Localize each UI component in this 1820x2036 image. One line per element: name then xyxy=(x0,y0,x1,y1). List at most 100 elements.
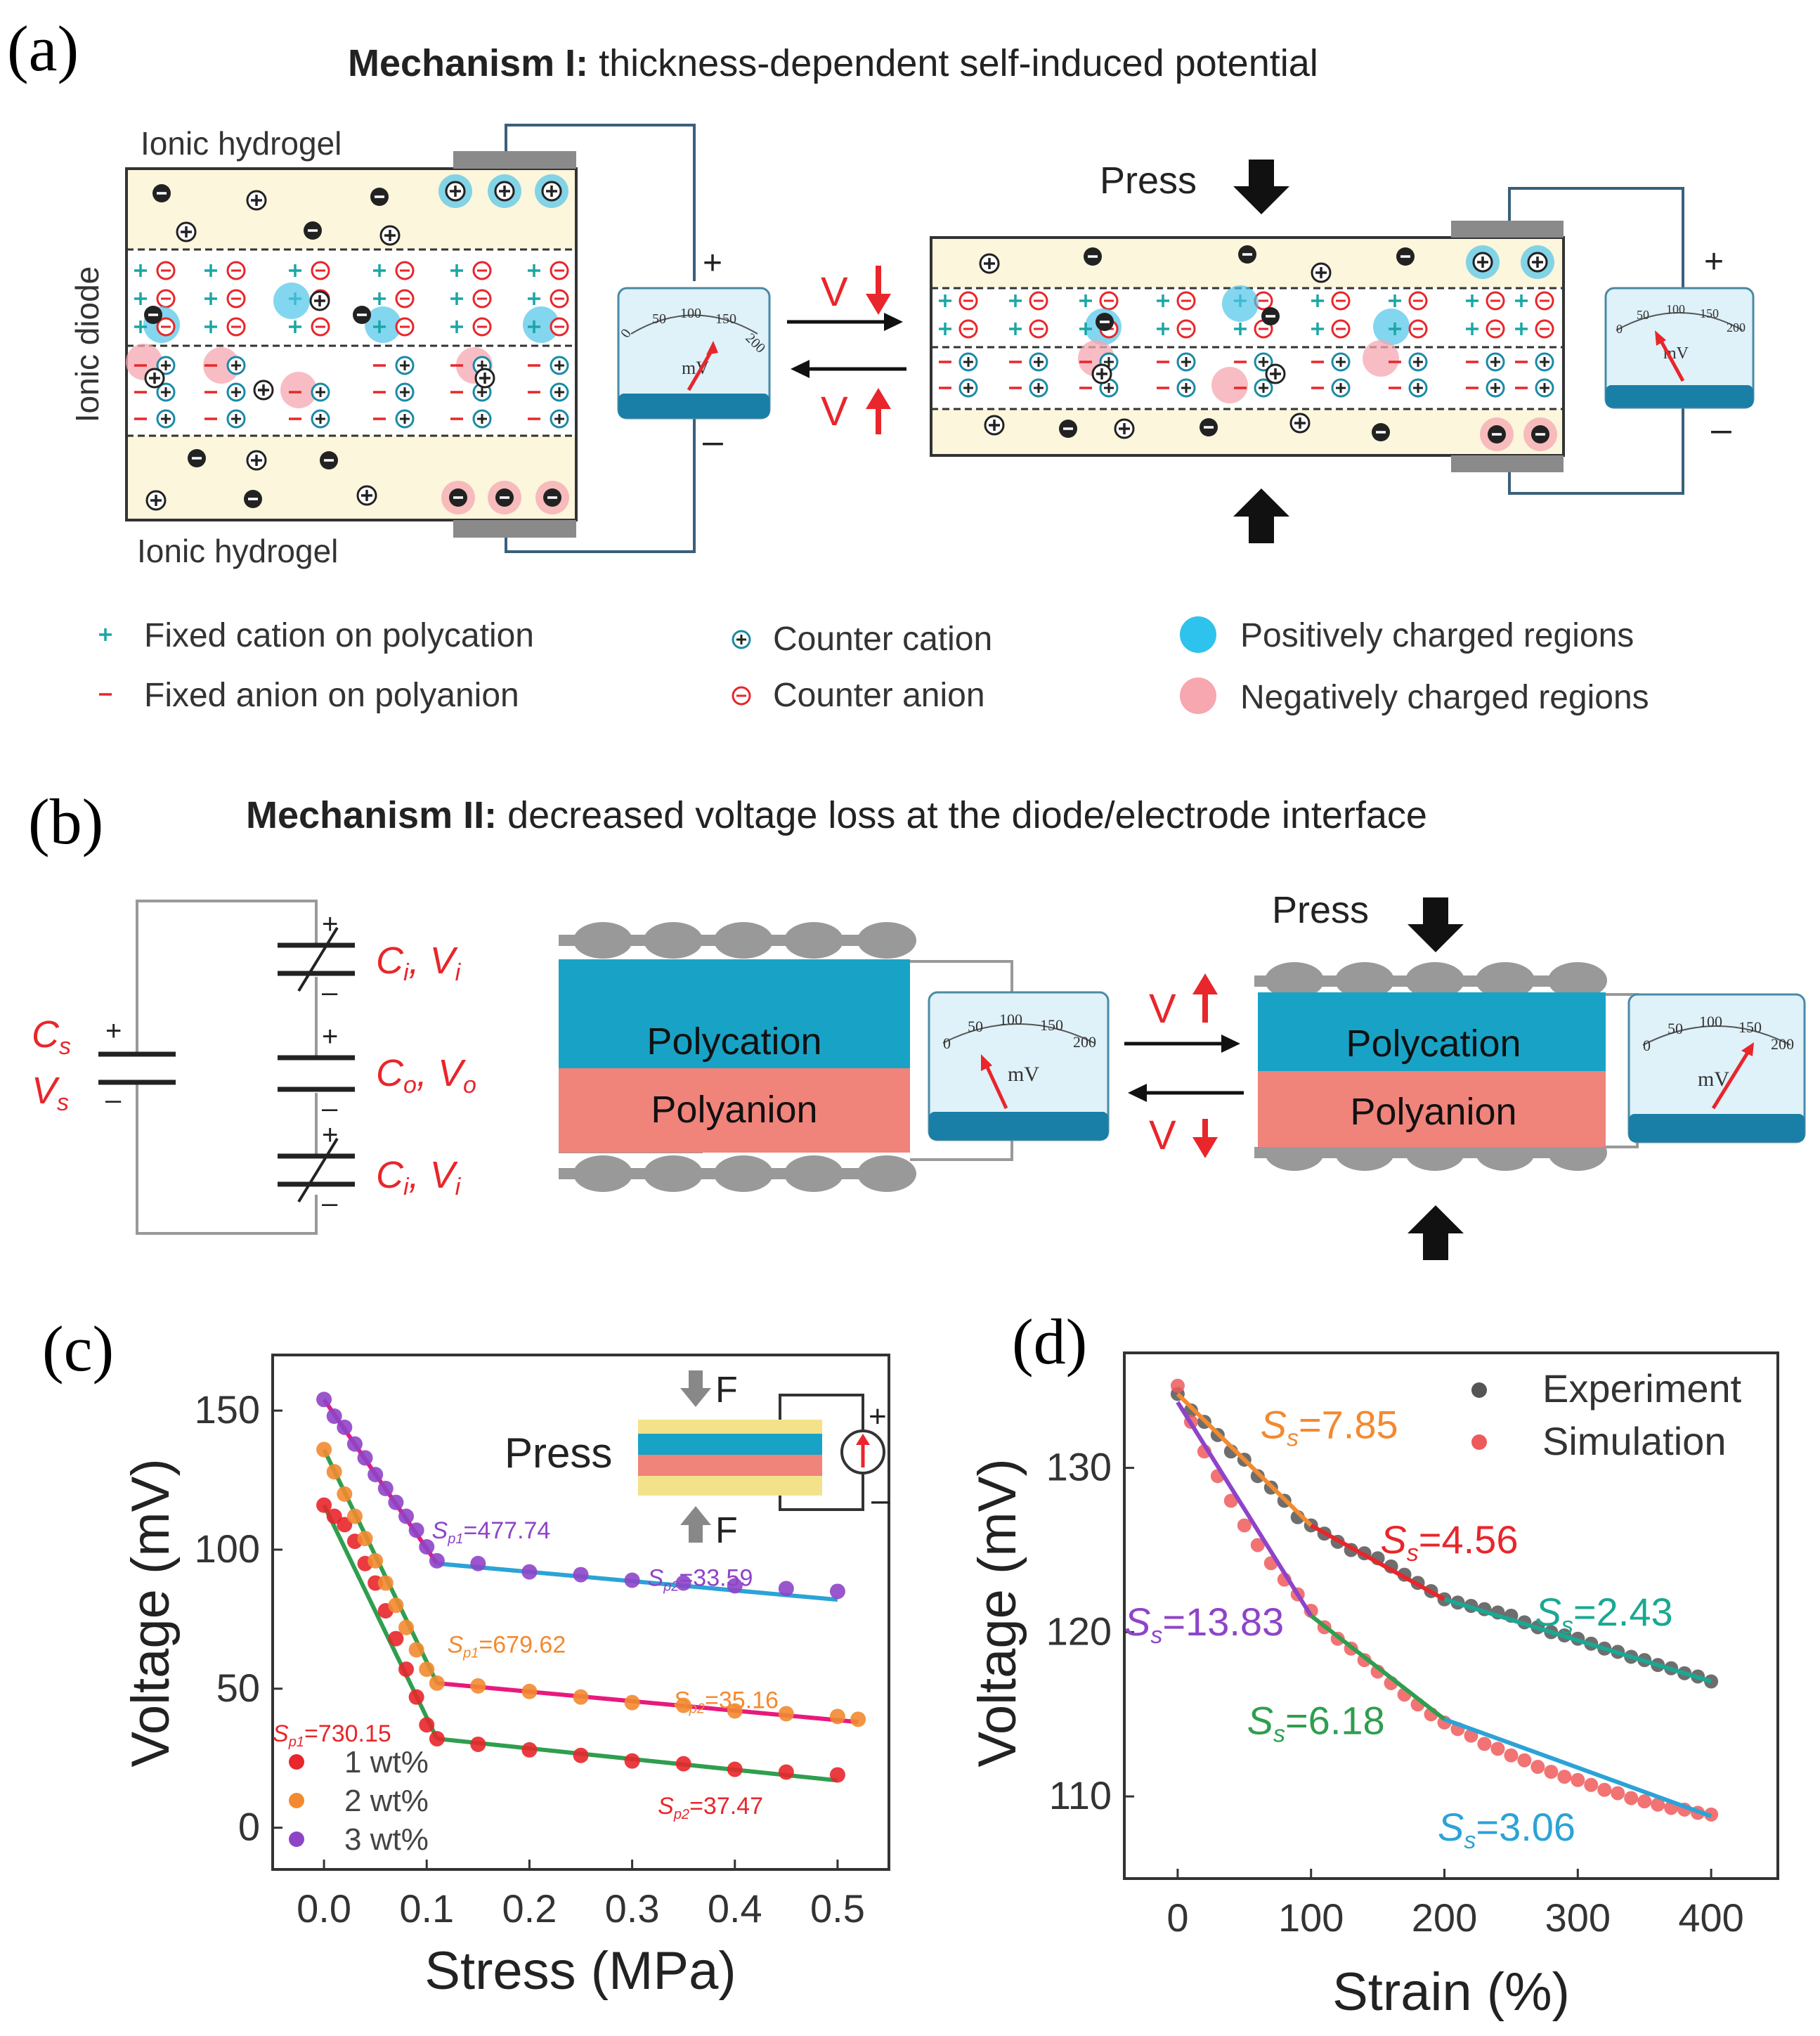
panel-b-letter: (b) xyxy=(28,786,103,857)
v-up-label-b: V xyxy=(1149,986,1176,1032)
press-arrow-down-b-icon xyxy=(1408,897,1464,952)
data-point-c xyxy=(419,1539,435,1555)
data-point-c xyxy=(624,1694,640,1711)
legend-counter-cation: Counter cation xyxy=(773,621,992,658)
data-point-c xyxy=(326,1408,342,1425)
data-point-c xyxy=(573,1689,589,1705)
data-point-c xyxy=(337,1419,353,1435)
data-point-d xyxy=(1250,1469,1265,1484)
chart-c-legend: 1 wt% 2 wt% 3 wt% xyxy=(289,1745,429,1857)
slope-annotation: Sp2=35.16 xyxy=(673,1687,779,1717)
svg-text:+: + xyxy=(105,1016,122,1046)
svg-text:+: + xyxy=(322,909,338,940)
data-point-c xyxy=(624,1572,640,1588)
fit-line-d xyxy=(1443,1717,1712,1818)
y-tick-label: 100 xyxy=(195,1526,260,1571)
svg-text:100: 100 xyxy=(1666,302,1685,316)
polycation-label-right: Polycation xyxy=(1346,1023,1521,1065)
voltmeter-b-right: 0 50 100 150 200 mV xyxy=(1627,993,1806,1143)
press-label-b: Press xyxy=(1272,889,1369,931)
data-point-c xyxy=(675,1575,691,1591)
data-point-c xyxy=(326,1464,342,1480)
data-point-d xyxy=(1651,1797,1665,1812)
v-down-label-a: V xyxy=(821,269,848,315)
legend-a: Fixed cation on polycation Fixed anion o… xyxy=(98,616,1649,716)
chart-d-xlabel: Strain (%) xyxy=(1332,1962,1570,2022)
slope-annotation: Ss=7.85 xyxy=(1261,1403,1398,1452)
data-point-c xyxy=(316,1497,332,1513)
slope-annotation: Ss=13.83 xyxy=(1124,1600,1284,1649)
hydrogel-bottom-label: Ionic hydrogel xyxy=(137,533,338,569)
legend-d-simulation: Simulation xyxy=(1542,1419,1726,1463)
legend-counter-anion: Counter anion xyxy=(773,677,985,714)
data-point-d xyxy=(1571,1772,1585,1787)
data-point-d xyxy=(1223,1493,1238,1508)
svg-text:150: 150 xyxy=(1700,306,1719,320)
data-point-c xyxy=(337,1486,353,1502)
svg-text:+: + xyxy=(869,1399,887,1434)
v-down-label-b: V xyxy=(1149,1113,1176,1158)
press-arrow-up-icon xyxy=(1233,488,1289,543)
chart-c-annotations: Sp1=477.74Sp2=33.59Sp1=679.62Sp2=35.16Sp… xyxy=(273,1517,779,1822)
legend-c-3wt: 3 wt% xyxy=(344,1822,429,1857)
data-point-c xyxy=(521,1564,538,1580)
svg-text:–: – xyxy=(703,421,723,462)
equivalent-circuit xyxy=(136,900,318,1235)
fit-line-c xyxy=(436,1680,859,1725)
data-point-c xyxy=(675,1756,691,1772)
x-tick-label: 200 xyxy=(1412,1895,1477,1940)
data-point-c xyxy=(778,1706,794,1722)
data-point-c xyxy=(778,1764,794,1780)
svg-text:mV: mV xyxy=(1008,1063,1039,1086)
data-point-c xyxy=(398,1619,415,1635)
svg-text:50: 50 xyxy=(652,311,666,327)
fit-line-d xyxy=(1176,1401,1313,1617)
panel-c-letter: (c) xyxy=(42,1313,114,1385)
inset-force-top: F xyxy=(715,1370,738,1411)
svg-text:0: 0 xyxy=(943,1035,951,1052)
data-point-d xyxy=(1504,1748,1519,1763)
chart-d-legend: Experiment Simulation xyxy=(1471,1366,1742,1463)
capacitor-co xyxy=(278,1055,355,1092)
svg-text:50: 50 xyxy=(1637,308,1649,322)
svg-text:100: 100 xyxy=(999,1011,1022,1028)
compressed-diode-ions xyxy=(937,285,1554,403)
voltmeter-right-a: 0 50 100 150 200 mV + – xyxy=(1604,243,1755,450)
polyanion-label-right: Polyanion xyxy=(1350,1091,1516,1133)
svg-text:200: 200 xyxy=(1771,1035,1794,1053)
data-point-c xyxy=(398,1508,415,1524)
fit-line-d xyxy=(1176,1392,1313,1527)
data-point-c xyxy=(377,1480,394,1496)
data-point-d xyxy=(1544,1765,1559,1779)
data-point-c xyxy=(624,1753,640,1769)
data-point-c xyxy=(419,1717,435,1733)
data-point-c xyxy=(727,1761,743,1777)
panel-b-title: Mechanism II: decreased voltage loss at … xyxy=(246,794,1427,836)
x-tick-label: 0 xyxy=(1166,1895,1188,1940)
ci-vi-top-label: Ci, Vi xyxy=(376,940,462,986)
data-point-c xyxy=(408,1522,424,1538)
ci-vi-bottom-label: Ci, Vi xyxy=(376,1154,462,1200)
data-point-c xyxy=(368,1467,384,1483)
device-b-right xyxy=(1254,962,1639,1171)
ionic-diode-label: Ionic diode xyxy=(69,266,105,423)
slope-annotation: Sp2=37.47 xyxy=(658,1793,763,1822)
data-point-d xyxy=(1624,1791,1639,1805)
data-point-c xyxy=(357,1531,373,1547)
legend-fixed-cation: Fixed cation on polycation xyxy=(144,617,534,654)
co-vo-label: Co, Vo xyxy=(376,1052,476,1098)
polycation-label-left: Polycation xyxy=(646,1020,821,1063)
svg-text:–: – xyxy=(1711,409,1731,450)
svg-text:–: – xyxy=(322,1093,338,1124)
data-point-c xyxy=(388,1494,404,1510)
data-point-c xyxy=(346,1436,363,1452)
data-point-c xyxy=(829,1767,845,1783)
data-point-d xyxy=(1477,1737,1492,1751)
svg-text:0: 0 xyxy=(1616,322,1623,336)
data-point-d xyxy=(1557,1770,1572,1784)
slope-annotation: Ss=3.06 xyxy=(1438,1805,1575,1854)
panel-a-title-bold: Mechanism I: xyxy=(348,42,588,84)
